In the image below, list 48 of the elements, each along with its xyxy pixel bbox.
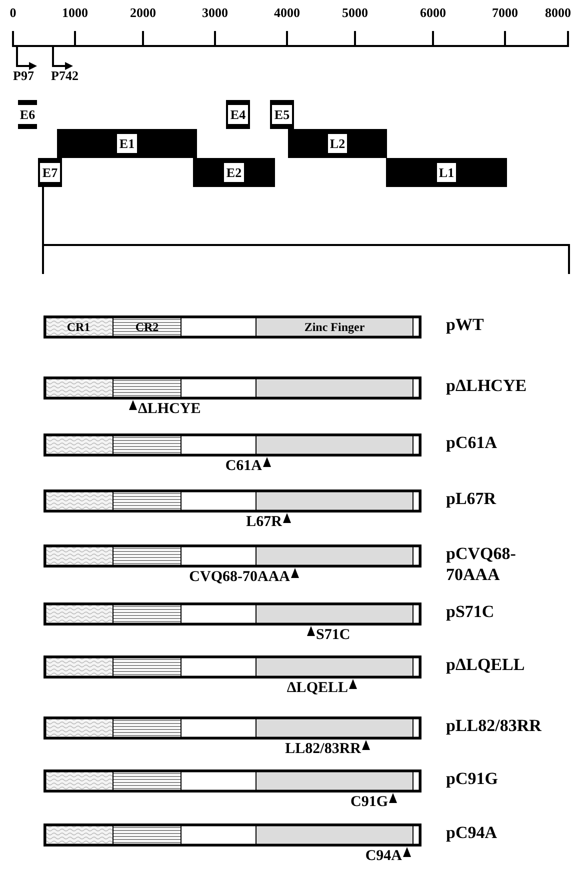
mutation-label: L67R (246, 514, 282, 531)
orf-label: E2 (224, 163, 244, 182)
construct-name: pWT (446, 314, 485, 335)
tick-label: 3000 (202, 5, 228, 20)
mutation-label: ΔLHCYE (138, 401, 201, 418)
orf-box (38, 158, 62, 187)
tick-label: 4000 (274, 5, 300, 20)
construct-name: pC61A (446, 432, 498, 453)
orf-label: E7 (40, 163, 60, 182)
orf-box (270, 100, 294, 129)
tick-label: 0 (10, 5, 16, 20)
domain-label: CR2 (135, 319, 159, 335)
mutation-label: LL82/83RR (285, 741, 361, 758)
domain-label: CR1 (66, 319, 90, 335)
construct-name: pCVQ68-70AAA (446, 543, 517, 585)
promoter-label: P97 (13, 68, 34, 83)
construct-name: pΔLQELL (446, 654, 526, 675)
orf-box (226, 100, 250, 129)
promoter-label: P742 (51, 68, 78, 83)
tick-label: 1000 (62, 5, 88, 20)
tick-label: 7000 (492, 5, 518, 20)
tick-label: 6000 (420, 5, 446, 20)
orf-label: L1 (436, 163, 456, 182)
orf-label: E4 (228, 105, 248, 124)
construct-name: pLL82/83RR (446, 715, 542, 736)
orf-label: E1 (117, 134, 137, 153)
construct-name: pL67R (446, 488, 498, 509)
construct-name: pC91G (446, 768, 499, 789)
orf-box (386, 158, 507, 187)
mutation-label: ΔLQELL (286, 680, 348, 697)
construct-name: pΔLHCYE (446, 375, 528, 396)
mutation-label: CVQ68-70AAA (189, 569, 290, 586)
domain-label: Zinc Finger (304, 319, 365, 335)
tick-label: 5000 (342, 5, 368, 20)
tick-label: 2000 (130, 5, 156, 20)
tick-label: 8000 (545, 5, 571, 20)
construct-name: pS71C (446, 601, 496, 622)
orf-box (57, 129, 197, 158)
mutation-label: C91G (350, 794, 388, 811)
mutation-label: C94A (365, 848, 402, 865)
construct-name: pC94A (446, 822, 498, 843)
orf-box (288, 129, 387, 158)
orf-label: L2 (328, 134, 348, 153)
orf-box (193, 158, 275, 187)
orf-label: E6 (18, 105, 38, 124)
orf-label: E5 (272, 105, 292, 124)
mutation-label: C61A (225, 458, 262, 475)
mutation-label: S71C (316, 627, 350, 644)
